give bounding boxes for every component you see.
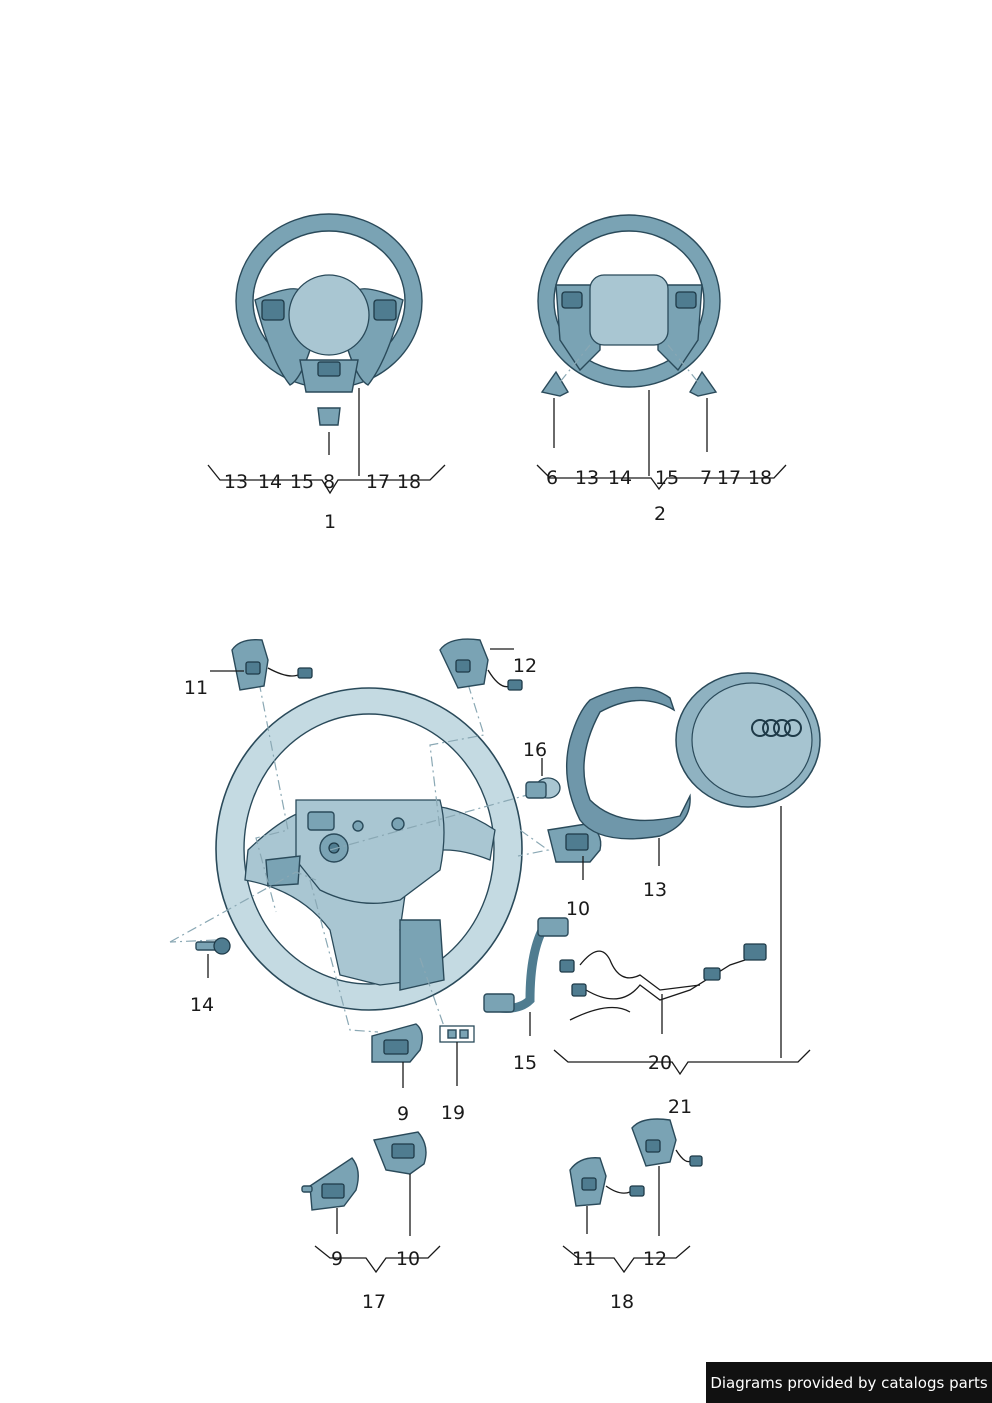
callout-11: 11: [184, 677, 208, 699]
wiring-harness-15: [483, 917, 569, 1013]
callout-9: 9: [397, 1103, 409, 1125]
airbag-unit-21: [675, 672, 821, 808]
callout-11: 11: [572, 1248, 596, 1270]
main-labels: 11 12 16 10 13 14 15 20 21 9 19: [184, 655, 692, 1125]
callout-20: 20: [648, 1052, 672, 1074]
steering-wheel-variant-1: [235, 213, 423, 426]
callout-21: 21: [668, 1096, 692, 1118]
switch-module-set-18: [569, 1118, 703, 1207]
callout-10: 10: [396, 1248, 420, 1270]
group-2-labels: 6 13 14 15 7 17 18 2: [546, 467, 772, 525]
group-1-labels: 13 14 15 8 17 18 1: [224, 471, 421, 533]
callout-12: 12: [513, 655, 537, 677]
group-17-leaders: [314, 1174, 441, 1274]
callout-8: 8: [323, 471, 335, 493]
callout-15: 15: [513, 1052, 537, 1074]
callout-14: 14: [190, 994, 214, 1016]
callout-19: 19: [441, 1102, 465, 1124]
callout-15: 15: [290, 471, 314, 493]
callout-9: 9: [331, 1248, 343, 1270]
callout-16: 16: [523, 739, 547, 761]
assembly-label-2: 2: [654, 503, 666, 525]
group-18-leaders: [562, 1166, 691, 1274]
callout-13: 13: [643, 879, 667, 901]
attribution-text: Diagrams provided by catalogs parts: [710, 1373, 988, 1392]
wiring-harness-20: [559, 943, 767, 1021]
callout-14: 14: [608, 467, 632, 489]
switch-module-9: [371, 1023, 423, 1063]
attribution-footer: Diagrams provided by catalogs parts: [706, 1362, 992, 1403]
main-assembly-lines: [169, 681, 550, 1033]
callout-13: 13: [224, 471, 248, 493]
switch-module-set-17: [301, 1131, 427, 1211]
group-17-labels: 9 10 17: [331, 1248, 420, 1313]
group-18-labels: 11 12 18: [572, 1248, 667, 1313]
label-19: [439, 1025, 475, 1043]
callout-15: 15: [655, 467, 679, 489]
callout-18: 18: [397, 471, 421, 493]
plug-16: [525, 777, 561, 799]
callout-14: 14: [258, 471, 282, 493]
cover-ring-13: [566, 686, 691, 840]
assembly-label-17: 17: [362, 1291, 386, 1313]
callout-13: 13: [575, 467, 599, 489]
switch-module-12: [439, 638, 523, 691]
callout-17: 17: [717, 467, 741, 489]
callout-12: 12: [643, 1248, 667, 1270]
switch-module-11: [231, 639, 313, 691]
callout-10: 10: [566, 898, 590, 920]
callout-6: 6: [546, 467, 558, 489]
callout-18: 18: [748, 467, 772, 489]
assembly-label-1: 1: [324, 511, 336, 533]
main-leaders: [207, 648, 811, 1088]
screw-14: [195, 937, 231, 955]
steering-wheel-variant-2: [537, 214, 721, 397]
callout-7: 7: [700, 467, 712, 489]
group-1-leaders: [207, 388, 446, 495]
main-steering-wheel: [215, 687, 523, 1011]
assembly-label-18: 18: [610, 1291, 634, 1313]
callout-17: 17: [366, 471, 390, 493]
group-2-leaders: [536, 390, 787, 491]
